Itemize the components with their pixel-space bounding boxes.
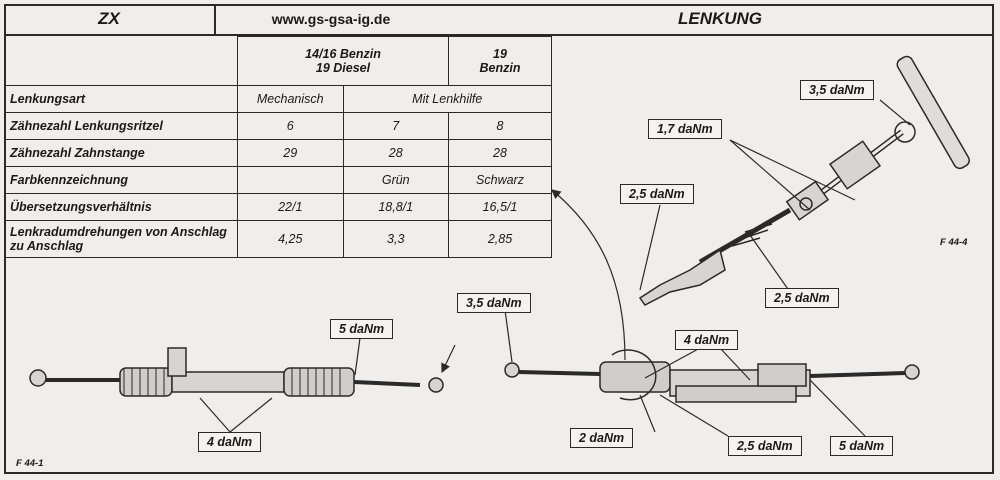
- manual-steering-rack-illustration: [29, 347, 444, 397]
- torque-callout: 5 daNm: [830, 436, 894, 456]
- row-label: Zähnezahl Zahnstange: [4, 139, 238, 167]
- column-header-19-benzin: 19 Benzin: [448, 36, 552, 86]
- table-corner-cell: [4, 36, 238, 86]
- torque-callout: 1,7 daNm: [648, 119, 722, 139]
- table-cell: Schwarz: [448, 166, 552, 194]
- torque-callout: 2,5 daNm: [728, 436, 802, 456]
- torque-callout: 2 daNm: [570, 428, 634, 448]
- row-label: Farbkennzeichnung: [4, 166, 238, 194]
- table-row: Lenkradumdrehungen von Anschlag zu Ansch…: [4, 220, 552, 258]
- leader-lines: [199, 99, 911, 437]
- table-cell: 18,8/1: [342, 193, 449, 221]
- torque-callout: 2,5 daNm: [765, 288, 839, 308]
- table-row: Lenkungsart Mechanisch Mit Lenkhilfe: [4, 85, 552, 113]
- table-cell: 2,85: [448, 220, 552, 258]
- torque-callout: 3,5 daNm: [457, 293, 531, 313]
- torque-callout: 4 daNm: [198, 432, 262, 452]
- row-label: Lenkungsart: [4, 85, 238, 113]
- torque-callout: 2,5 daNm: [620, 184, 694, 204]
- table-cell: 28: [342, 139, 449, 167]
- column-header-benzin-diesel: 14/16 Benzin 19 Diesel: [237, 36, 449, 86]
- figure-label-f44-4: F 44-4: [940, 237, 968, 248]
- torque-callout: 4 daNm: [675, 330, 739, 350]
- model-header: ZX: [4, 4, 216, 36]
- steering-spec-table: 14/16 Benzin 19 Diesel 19 Benzin Lenkung…: [4, 36, 552, 258]
- table-row: Zähnezahl Lenkungsritzel 6 7 8: [4, 112, 552, 140]
- torque-callout: 5 daNm: [330, 319, 394, 339]
- table-cell: 16,5/1: [448, 193, 552, 221]
- table-header-row: 14/16 Benzin 19 Diesel 19 Benzin: [4, 36, 552, 86]
- table-cell: 4,25: [237, 220, 344, 258]
- section-title: LENKUNG: [446, 4, 994, 36]
- steering-column-illustration: [638, 55, 970, 306]
- table-cell: Mit Lenkhilfe: [342, 85, 552, 113]
- table-row: Übersetzungsverhältnis 22/1 18,8/1 16,5/…: [4, 193, 552, 221]
- row-label: Lenkradumdrehungen von Anschlag zu Ansch…: [4, 220, 238, 258]
- table-cell: 6: [237, 112, 344, 140]
- table-cell: Mechanisch: [237, 85, 344, 113]
- source-url: www.gs-gsa-ig.de: [216, 4, 446, 36]
- row-label: Zähnezahl Lenkungsritzel: [4, 112, 238, 140]
- power-steering-rack-illustration: [504, 349, 920, 403]
- table-cell: [237, 166, 344, 194]
- figure-label-f44-1: F 44-1: [16, 458, 44, 469]
- torque-callout: 3,5 daNm: [800, 80, 874, 100]
- table-row: Zähnezahl Zahnstange 29 28 28: [4, 139, 552, 167]
